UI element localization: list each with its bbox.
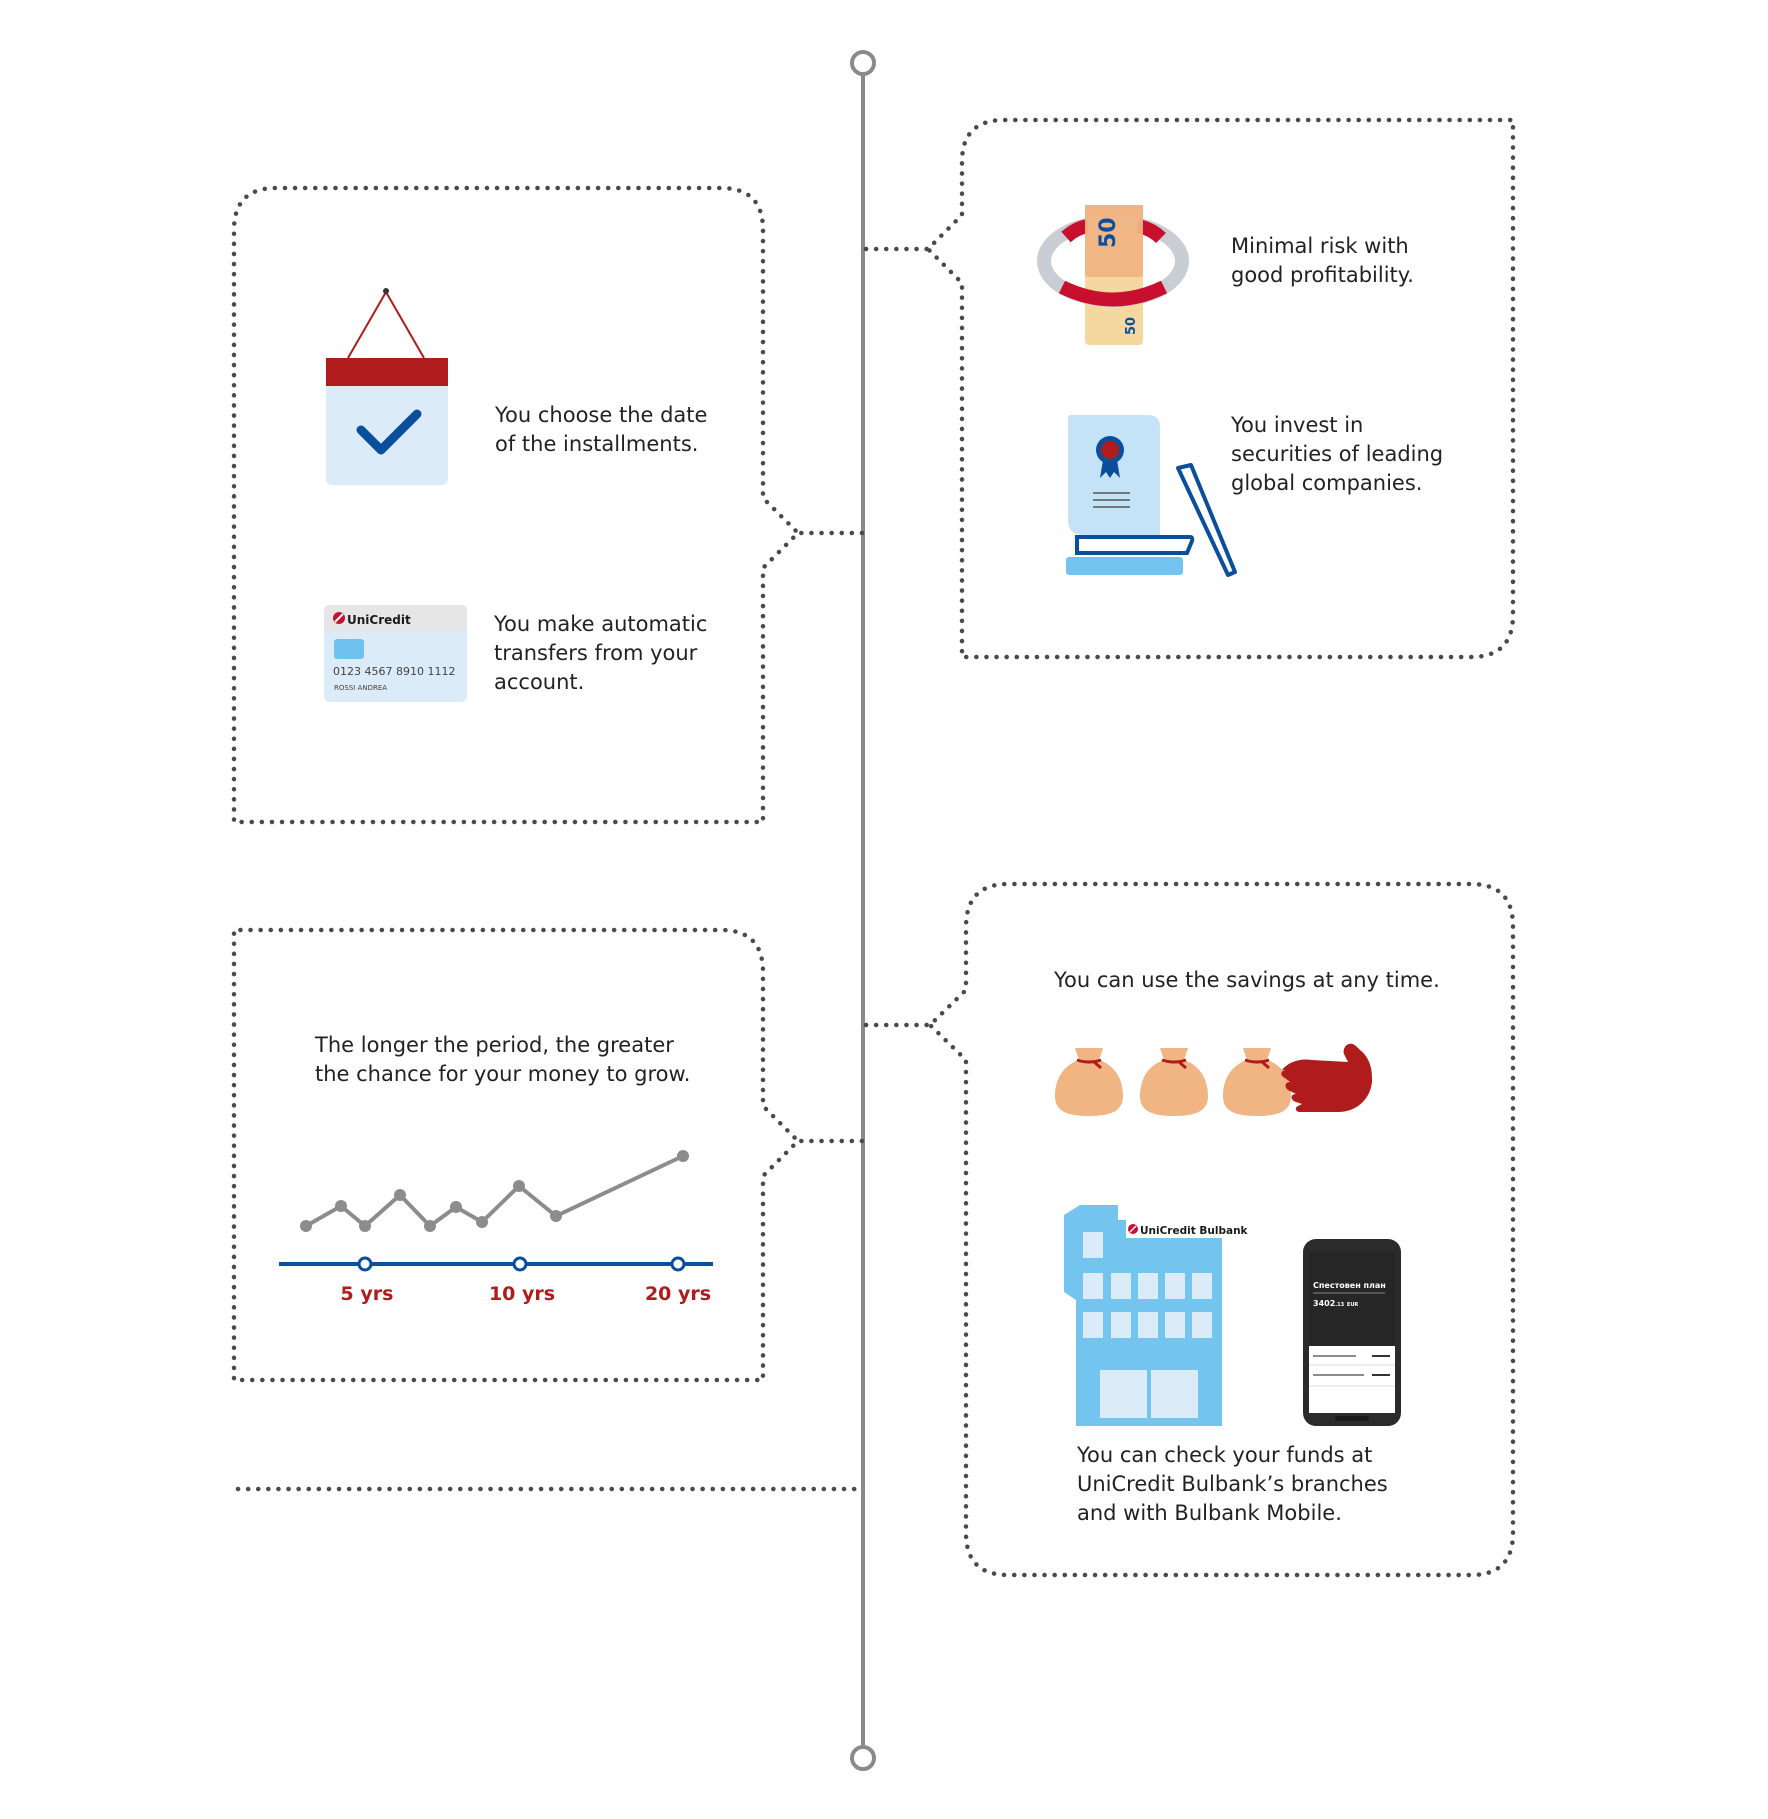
building-window [1083, 1273, 1103, 1299]
timeline [850, 50, 876, 1771]
box2-item1-text: Minimal risk with good profitability. [1231, 232, 1414, 290]
text-line: account. [494, 670, 585, 694]
text-line: securities of leading [1231, 442, 1444, 466]
growth-line [305, 1154, 684, 1229]
building-window [1083, 1232, 1103, 1258]
money-bag-icon [1223, 1048, 1291, 1116]
banknote-value: 50 [1096, 217, 1121, 248]
text-line: good profitability. [1231, 263, 1414, 287]
box3-text: The longer the period, the greater the c… [315, 1031, 690, 1089]
money-bag-icon [1140, 1048, 1208, 1116]
box4-top-text: You can use the savings at any time. [1054, 966, 1440, 995]
box1-item1-text: You choose the date of the installments. [495, 401, 707, 459]
text-line: Minimal risk with [1231, 234, 1409, 258]
text-line: The longer the period, the greater [315, 1033, 674, 1057]
period-node-20 [670, 1256, 686, 1272]
text-line: You invest in [1231, 413, 1364, 437]
box1-item2-text: You make automatic transfers from your a… [494, 610, 707, 697]
period-node-10 [512, 1256, 528, 1272]
banknote-value-small: 50 [1124, 317, 1139, 335]
period-label-5: 5 yrs [341, 1283, 394, 1305]
building-window [1192, 1273, 1212, 1299]
callout-box-4 [863, 881, 1516, 1578]
text-line: of the installments. [495, 432, 699, 456]
text-line: and with Bulbank Mobile. [1077, 1501, 1342, 1525]
callout-box-1 [231, 185, 865, 825]
building-window [1138, 1312, 1158, 1338]
building-window [1138, 1273, 1158, 1299]
growth-point [513, 1180, 525, 1192]
growth-point [476, 1216, 488, 1228]
timeline-start-node [850, 50, 876, 76]
money-bag-icon [1055, 1048, 1123, 1116]
growth-line-chart-icon: 5 yrs 10 yrs 20 yrs [279, 1150, 713, 1305]
bank-card-icon: UniCredit 0123 4567 8910 1112 ROSSI ANDR… [324, 605, 467, 702]
certificate-icon [1066, 415, 1237, 577]
text-line: You can check your funds at [1077, 1443, 1373, 1467]
period-label-20: 20 yrs [645, 1283, 711, 1305]
building-window [1111, 1273, 1131, 1299]
growth-point [359, 1220, 371, 1232]
text-line: transfers from your [494, 641, 698, 665]
bank-building-icon: UniCredit Bulbank [1064, 1205, 1249, 1426]
building-window [1192, 1312, 1212, 1338]
text-line: the chance for your money to grow. [315, 1062, 691, 1086]
lifebuoy-banknote-icon: 50 50 [1037, 205, 1189, 345]
callout-box-3 [231, 927, 865, 1383]
period-node-5 [357, 1256, 373, 1272]
building-window [1083, 1312, 1103, 1338]
text-line: global companies. [1231, 471, 1423, 495]
card-number: 0123 4567 8910 1112 [333, 665, 455, 678]
text-line: You can use the savings at any time. [1054, 968, 1440, 992]
box4-bottom-text: You can check your funds at UniCredit Bu… [1077, 1441, 1388, 1528]
text-line: You make automatic [494, 612, 708, 636]
phone-amount: 3402.13 EUR [1313, 1299, 1358, 1308]
timeline-end-node [850, 1745, 876, 1771]
growth-point [335, 1200, 347, 1212]
calendar-check-icon [326, 288, 448, 485]
period-label-10: 10 yrs [489, 1283, 555, 1305]
growth-point [550, 1210, 562, 1222]
growth-point [300, 1220, 312, 1232]
phone-title: Спестовен план [1313, 1281, 1386, 1290]
card-brand: UniCredit [347, 613, 411, 627]
growth-point [450, 1201, 462, 1213]
money-bags-hand-icon [1055, 1043, 1372, 1116]
card-holder: ROSSI ANDREA [334, 684, 387, 692]
growth-point [677, 1150, 689, 1162]
building-label: UniCredit Bulbank [1140, 1225, 1249, 1237]
text-line: UniCredit Bulbank’s branches [1077, 1472, 1388, 1496]
building-window [1165, 1273, 1185, 1299]
growth-point [424, 1220, 436, 1232]
box2-item2-text: You invest in securities of leading glob… [1231, 411, 1443, 498]
callout-box-2 [863, 117, 1516, 660]
mobile-phone-icon: Спестовен план 3402.13 EUR [1303, 1239, 1401, 1426]
text-line: You choose the date [495, 403, 708, 427]
growth-point [394, 1189, 406, 1201]
building-window [1165, 1312, 1185, 1338]
building-window [1111, 1312, 1131, 1338]
